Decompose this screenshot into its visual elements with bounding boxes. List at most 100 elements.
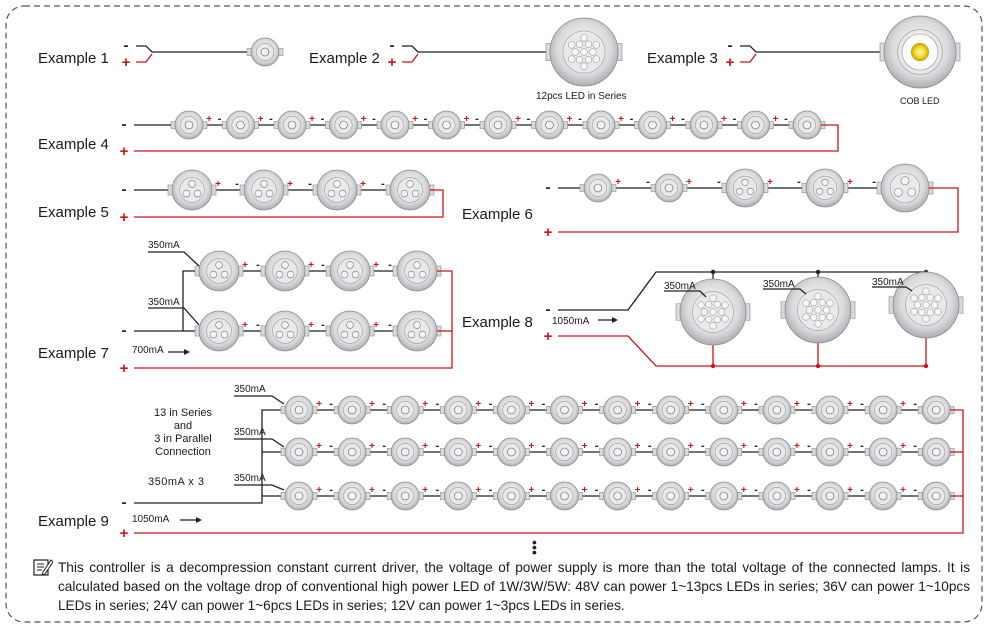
current-label-ex9-total: 1050mA [132,514,170,525]
ex7-bottom-led [260,310,310,352]
ex9-row-minus-mark: - [860,440,864,452]
ex9-row-plus-mark: + [369,441,375,452]
led-chip [507,491,516,501]
ex9-row-plus-mark: + [528,485,534,496]
ex9-row-minus-mark: - [435,440,439,452]
caption-cob-led: COB LED [900,96,940,106]
ex9-row-minus-mark: - [913,484,917,496]
led-chip [802,120,812,130]
led-chip [260,180,268,188]
led-chip [400,447,410,457]
led-chip [346,321,354,329]
led-chip [589,48,597,56]
led-chip [407,330,416,339]
led-chip [351,330,360,339]
ex2-plus: + [388,54,397,71]
ex9-row-minus-mark: - [913,398,917,410]
led-chip [772,447,782,457]
led-chip [736,187,744,195]
ex6-minus-mark: - [646,176,650,188]
led-chip [390,120,400,130]
ex9-desc-line2: and [173,420,193,432]
ex2-wire [402,45,548,53]
ex9-return [134,409,964,534]
ex9-row-plus-mark: + [847,399,853,410]
led-chip [347,491,357,501]
led-chip [823,306,831,314]
ex9-row-minus-mark: - [489,440,493,452]
ex9-row-minus-mark: - [860,484,864,496]
example-3-label: Example 3 [647,50,718,67]
led-chip [931,405,941,415]
ex6-plus-mark: + [686,177,692,188]
example-2-label: Example 2 [309,50,380,67]
ex9-desc-line4: Connection [155,446,211,458]
current-label-ex9-3: 350mA [234,473,266,484]
led-chip [918,308,926,316]
ex4-led [479,110,517,140]
ex7-top-plus-mark: + [373,260,379,271]
ex6-plus-mark: + [767,177,773,188]
ex9-row-minus-mark: - [435,484,439,496]
ex9-row-minus-mark: - [807,440,811,452]
ex8-node [710,269,716,275]
ex1-wire-red [136,53,153,63]
led-chip [700,308,708,316]
ex3-wire [740,45,882,53]
ex4-minus-mark: - [578,113,582,125]
led-chip [699,120,709,130]
ex8-led [888,271,964,339]
ex9-row-led [917,437,955,467]
led-chip [926,294,934,302]
led-chip [454,491,463,501]
example-9-label: Example 9 [38,513,109,530]
ex4-led [222,110,259,140]
led-chip [910,294,918,302]
current-label-ex9-2: 350mA [234,427,266,438]
ex2-wire-red [402,53,419,63]
ex9-row-minus-mark: - [329,398,333,410]
led-chip [580,48,588,56]
led-chip [721,315,729,323]
led-chip [810,313,818,321]
ex9-feed [134,409,285,504]
led-chip [294,405,304,415]
led-chip [926,308,934,316]
ex7-feed-top [134,270,199,332]
ex4-minus: - [122,116,127,133]
ex4-led [325,110,362,140]
ex7-bottom-plus-mark: + [373,320,379,331]
ex3-minus: - [728,37,733,54]
ex4-plus-mark: + [309,114,315,125]
caption-12pcs-series: 12pcs LED in Series [536,91,627,102]
ex9-current-multiplier: 350mA x 3 [148,476,205,488]
ex9-row-plus-mark: + [900,485,906,496]
ex8-node-red [923,363,929,369]
ex8-node [815,269,821,275]
led-chip [294,491,304,501]
current-label-ex9-1: 350mA [234,384,266,395]
led-chip [560,491,569,501]
ex9-row-led [386,395,424,425]
ex7-bottom-minus-mark: - [321,319,325,331]
led-chip [810,299,818,307]
led-chip [442,120,451,130]
ex6-plus-mark: + [615,177,621,188]
led-chip [931,301,939,309]
current-label-ex8-2: 350mA [763,279,795,290]
ex7-arrowhead [184,349,190,355]
led-chip [220,270,229,279]
current-label-ex8-3: 350mA [872,277,904,288]
ex9-row-led [652,481,690,511]
ex9-row-minus-mark: - [701,484,705,496]
ex4-plus-mark: + [258,114,264,125]
ex7-plus: + [120,360,129,377]
ex7-leader [148,307,200,326]
ex9-row-minus-mark: - [489,398,493,410]
led-chip [719,405,729,415]
ex5-plus-mark: + [360,179,366,190]
ex9-row-plus-mark: + [635,441,641,452]
ex9-row-led [758,395,796,425]
led-chip [281,321,289,329]
led-chip [575,56,584,64]
